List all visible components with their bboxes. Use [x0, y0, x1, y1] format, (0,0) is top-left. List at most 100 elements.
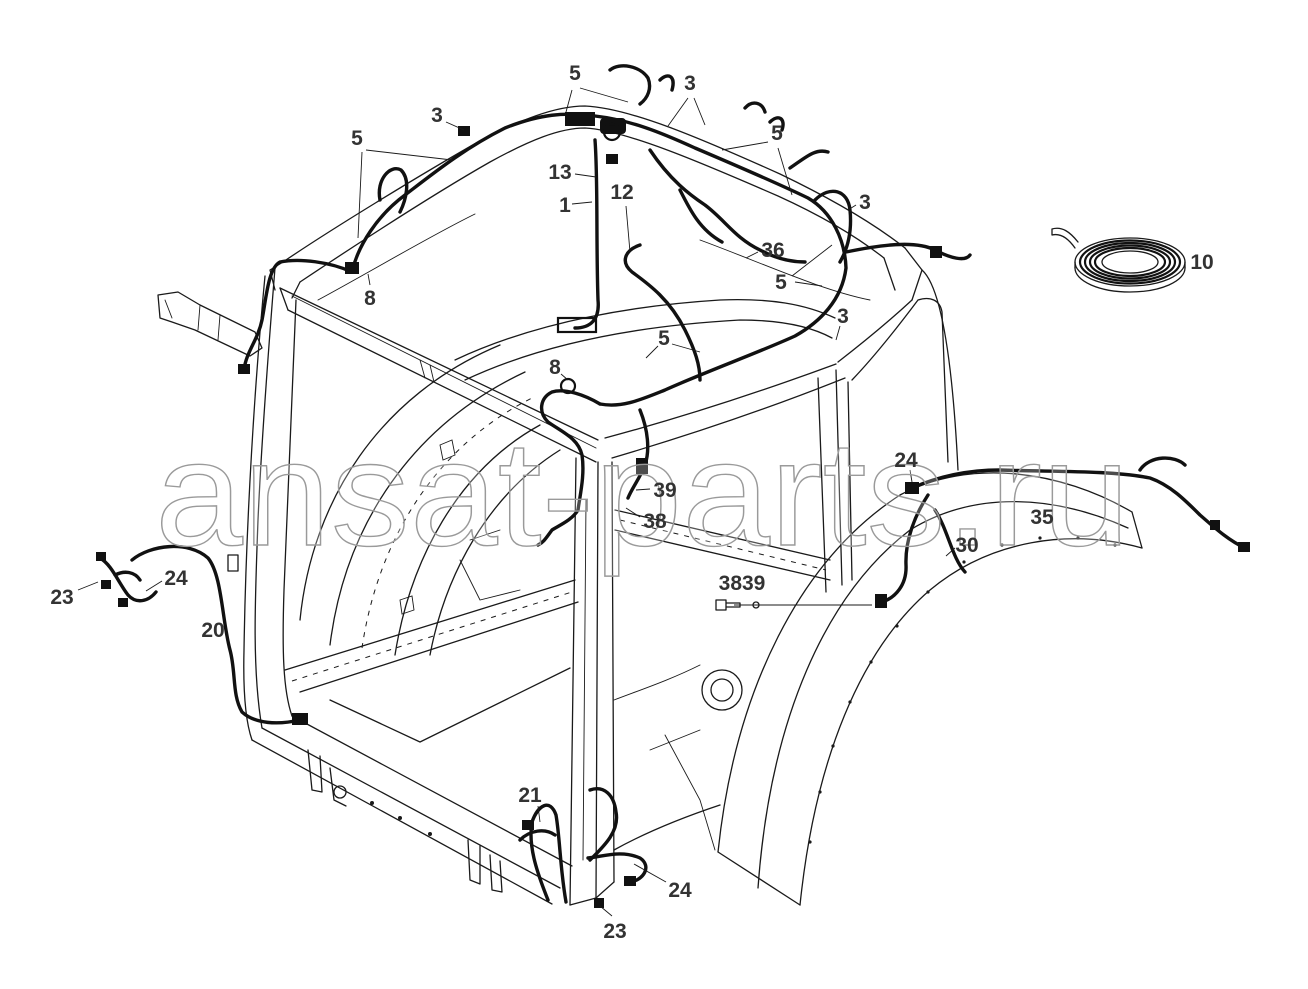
callout-label: 21 [518, 784, 542, 807]
connector [522, 820, 534, 830]
harness-30 [880, 493, 930, 604]
left-a-pillar [243, 267, 297, 741]
leader-line [599, 905, 613, 917]
fender-rivet [808, 840, 812, 844]
harness-branch-36 [678, 188, 724, 244]
leader-line [445, 121, 465, 131]
leader-line [847, 204, 857, 211]
roof-harness-left-drop [242, 258, 354, 372]
lower-beam-bottom [251, 739, 553, 905]
connector [875, 594, 887, 608]
left-pillar-outer [243, 275, 266, 741]
leader-line [667, 97, 706, 127]
b-pillar-front [817, 377, 827, 593]
cab-floor-frame [284, 529, 579, 743]
fender-rivet [926, 590, 930, 594]
fender-rivet [869, 660, 873, 664]
left-rear-fender-inner [299, 344, 561, 656]
callout-label: 24 [164, 567, 188, 590]
fender-rivet [818, 790, 822, 794]
lower-bracket [467, 839, 481, 885]
connector [292, 713, 308, 725]
harness-connectors [96, 112, 1250, 908]
door-lower-panel [613, 664, 716, 851]
leader-line [745, 251, 759, 259]
door-floor-beam-lower [614, 529, 831, 581]
lower-bracket [307, 749, 323, 793]
left-fender-arc [394, 424, 541, 656]
leader-line [571, 201, 593, 205]
leader-line [791, 244, 833, 287]
connector [606, 154, 618, 164]
connector [118, 598, 128, 607]
harness-35 [910, 468, 1247, 550]
callout-label: 13 [548, 161, 571, 184]
fender-ends [717, 511, 1143, 906]
roof-right-corner [883, 247, 923, 301]
tape-roll-tail [1051, 227, 1079, 249]
right-door-frame [613, 269, 959, 851]
connector [458, 126, 470, 136]
fender-rivet [1113, 543, 1117, 547]
harness-24-bottom [586, 787, 648, 884]
callout-label: 5 [658, 327, 670, 350]
callout-label: 12 [610, 181, 633, 204]
header-beam-top [279, 287, 599, 441]
leader-line [633, 863, 667, 883]
center-pillar-groove [582, 499, 587, 861]
callout-label: 1 [559, 194, 571, 217]
left-pillar-front [254, 267, 276, 729]
callout-label: 35 [1030, 506, 1054, 529]
tape-roll-core [1101, 250, 1159, 274]
door-header-lower [611, 377, 846, 459]
fender-rivet [831, 744, 835, 748]
callout-label: 3 [684, 72, 696, 95]
leader-line [574, 173, 597, 178]
connector [594, 898, 604, 908]
callout-label: 3 [859, 191, 871, 214]
left-fender-arc [299, 344, 501, 621]
mount-hole [370, 801, 374, 805]
harness-top-pigtail [788, 149, 830, 170]
callout-label: 10 [1190, 251, 1213, 274]
leader-line [645, 343, 701, 359]
center-pillar-left [569, 457, 577, 906]
callout-label: 36 [761, 239, 784, 262]
leader-line [357, 149, 453, 239]
roof-rear-inner-edge [299, 127, 885, 283]
leader-line [537, 805, 541, 823]
fender-cap-inner [710, 678, 734, 702]
left-fender-arc [429, 449, 561, 656]
left-side-bracket [157, 291, 263, 572]
rear-corner-pillar [921, 269, 959, 471]
callout-label: 23 [603, 920, 626, 943]
lower-beam-inner [291, 715, 573, 867]
lower-bracket [329, 767, 347, 807]
harness-24-left [98, 556, 158, 603]
connector [101, 580, 111, 589]
connector [905, 482, 919, 494]
leader-line [77, 581, 99, 591]
callout-label: 5 [351, 127, 363, 150]
leader-line [625, 205, 631, 253]
tape-roll-edge [1074, 261, 1186, 269]
callout-label: 30 [955, 534, 978, 557]
side-bracket-detail [164, 299, 221, 341]
tape-roll-ring [1078, 239, 1182, 285]
lower-bracket [489, 854, 503, 893]
leader-line [835, 325, 841, 341]
connector [345, 262, 359, 274]
rear-window-header-lower [464, 319, 833, 381]
roof-inner-rim [317, 213, 871, 301]
callout-label: 3839 [719, 572, 766, 595]
connector [930, 246, 942, 258]
callout-label: 5 [775, 271, 787, 294]
mount-bolt [333, 785, 347, 799]
fender-rivet [962, 560, 966, 564]
wiring-harness [98, 64, 1247, 904]
roof-harness-main [350, 112, 848, 407]
fender-band [757, 500, 1129, 889]
fender-rivet [895, 624, 899, 628]
roof-right-side [837, 299, 913, 363]
b-pillar-middle [835, 369, 843, 586]
